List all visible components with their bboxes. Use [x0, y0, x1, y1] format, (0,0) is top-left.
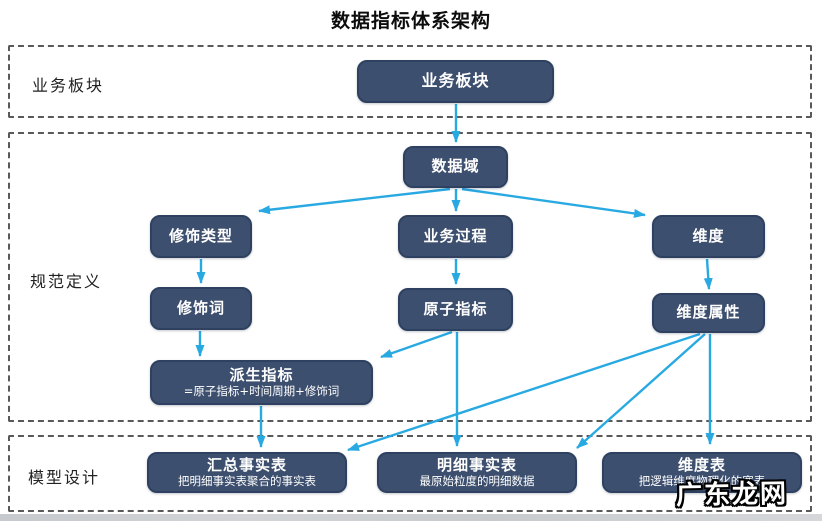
- bottom-edge-strip: [0, 514, 822, 521]
- node-detail-fact-table-sublabel: 最原始粒度的明细数据: [419, 474, 535, 489]
- node-modifier-type: 修饰类型: [150, 215, 252, 258]
- watermark: 广东龙网: [675, 479, 789, 511]
- section-label-spec: 规范定义: [30, 272, 103, 291]
- node-data-domain-label: 数据域: [431, 157, 480, 176]
- node-modifier-word: 修饰词: [150, 287, 252, 330]
- node-summary-fact-table-sublabel: 把明细事实表聚合的事实表: [178, 474, 316, 489]
- node-dimension: 维度: [652, 215, 765, 258]
- page-title: 数据指标体系架构: [330, 10, 491, 32]
- node-summary-fact-table-label: 汇总事实表: [206, 455, 287, 474]
- node-modifier-word-label: 修饰词: [176, 298, 225, 317]
- section-frame-business: [8, 45, 812, 118]
- node-atomic-indicator-label: 原子指标: [423, 299, 488, 318]
- node-business-process: 业务过程: [398, 215, 513, 258]
- node-dimension-attribute-label: 维度属性: [676, 303, 741, 322]
- node-dimension-label: 维度: [692, 226, 725, 245]
- section-label-business: 业务板块: [32, 76, 105, 95]
- node-modifier-type-label: 修饰类型: [168, 226, 233, 245]
- node-derived-indicator-sublabel: =原子指标+时间周期+修饰词: [183, 384, 340, 399]
- node-dimension-table: 维度表 把逻辑维度物理化的宽表: [602, 452, 802, 493]
- node-dimension-attribute: 维度属性: [652, 293, 765, 333]
- node-detail-fact-table-label: 明细事实表: [436, 455, 517, 474]
- node-business-sector: 业务板块: [357, 60, 554, 103]
- node-derived-indicator-label: 派生指标: [229, 365, 294, 384]
- node-detail-fact-table: 明细事实表 最原始粒度的明细数据: [377, 452, 577, 493]
- section-label-model: 模型设计: [28, 468, 101, 487]
- node-dimension-table-sublabel: 把逻辑维度物理化的宽表: [638, 474, 766, 489]
- node-data-domain: 数据域: [403, 146, 508, 188]
- node-business-process-label: 业务过程: [423, 226, 488, 245]
- node-derived-indicator: 派生指标 =原子指标+时间周期+修饰词: [150, 360, 373, 405]
- node-dimension-table-label: 维度表: [677, 455, 726, 474]
- node-business-sector-label: 业务板块: [421, 71, 490, 91]
- node-atomic-indicator: 原子指标: [398, 288, 513, 331]
- node-summary-fact-table: 汇总事实表 把明细事实表聚合的事实表: [147, 452, 347, 493]
